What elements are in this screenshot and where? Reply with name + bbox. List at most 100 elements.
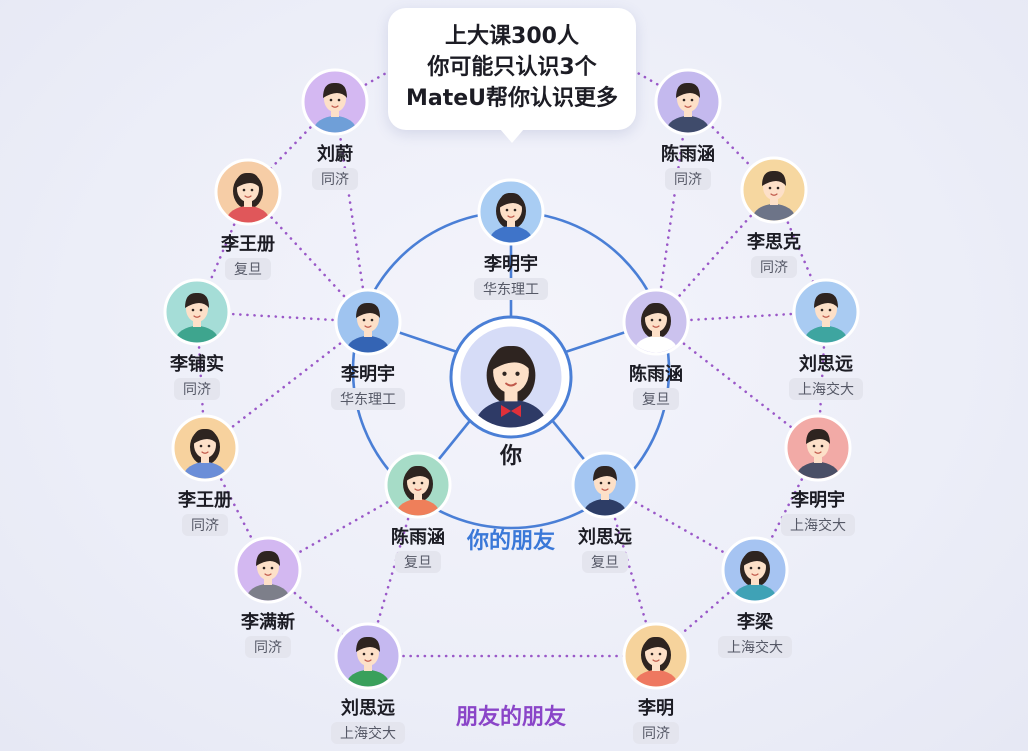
you-node[interactable]: 你 <box>449 315 573 469</box>
friends-of-friends-label: 朋友的朋友 <box>456 704 566 730</box>
school-tag <box>633 388 679 410</box>
person-icon <box>804 292 848 343</box>
person-icon <box>489 192 533 243</box>
person-icon <box>733 550 777 601</box>
school-tag <box>174 378 220 400</box>
school-tag <box>474 278 548 300</box>
school-tag-text: 同济 <box>760 260 788 276</box>
bubble-line-2: 你可能只认识3个 <box>427 54 597 80</box>
school-tag <box>312 168 358 190</box>
school-tag-text: 华东理工 <box>340 392 396 408</box>
school-tag-text: 上海交大 <box>790 517 846 534</box>
people-nodes: 李明宇华东理工李明宇华东理工陈雨涵复旦陈雨涵复旦刘思远复旦刘蔚同济陈雨涵同济李王… <box>163 68 863 744</box>
person-icon <box>346 636 390 687</box>
school-tag-text: 同济 <box>321 172 349 188</box>
you-label: 你 <box>499 444 522 469</box>
person-name: 刘思远 <box>799 353 853 375</box>
person-name: 陈雨涵 <box>661 143 715 165</box>
acquaintance-link <box>333 70 390 104</box>
school-tag-text: 上海交大 <box>340 725 396 742</box>
person-icon <box>313 82 357 133</box>
friends-label: 你的朋友 <box>466 528 555 554</box>
school-tag <box>582 551 628 573</box>
person-name: 李明宇 <box>483 253 538 275</box>
school-tag-text: 复旦 <box>642 391 670 408</box>
person-icon <box>752 170 796 221</box>
person-icon <box>666 82 710 133</box>
school-tag-text: 上海交大 <box>798 381 854 398</box>
school-tag-text: 同济 <box>674 172 702 188</box>
person-icon <box>634 636 678 687</box>
person-name: 李满新 <box>240 611 295 633</box>
person-name: 刘思远 <box>578 526 632 548</box>
person-icon <box>396 465 440 516</box>
acquaintance-link <box>634 70 690 104</box>
school-tag <box>751 256 797 278</box>
school-tag <box>718 636 792 658</box>
person-name: 李王册 <box>177 490 232 511</box>
acquaintance-link <box>203 320 370 450</box>
school-tag-text: 同济 <box>191 518 219 534</box>
person-name: 李梁 <box>736 611 774 633</box>
person-icon <box>475 346 547 428</box>
person-name: 李铺实 <box>169 353 224 375</box>
person-name: 陈雨涵 <box>629 363 683 385</box>
school-tag <box>665 168 711 190</box>
person-name: 李明宇 <box>340 363 395 385</box>
person-name: 李王册 <box>220 234 275 255</box>
school-tag-text: 复旦 <box>404 554 432 571</box>
person-name: 刘蔚 <box>317 143 353 165</box>
school-tag-text: 复旦 <box>591 554 619 571</box>
school-tag-text: 同济 <box>642 726 670 742</box>
bow-tie-icon <box>501 405 521 417</box>
person-name: 陈雨涵 <box>391 526 445 548</box>
person-icon <box>226 172 270 223</box>
person-name: 李思克 <box>746 231 801 253</box>
school-tag-text: 同济 <box>183 382 211 398</box>
school-tag <box>331 388 405 410</box>
person-icon <box>346 302 390 353</box>
school-tag <box>789 378 863 400</box>
school-tag <box>225 258 271 280</box>
person-icon <box>246 550 290 601</box>
person-icon <box>634 302 678 353</box>
acquaintance-link <box>654 320 820 450</box>
person-name: 李明宇 <box>790 489 845 511</box>
school-tag <box>633 722 679 744</box>
person-icon <box>796 428 840 479</box>
person-name: 刘思远 <box>341 697 395 719</box>
person-icon <box>583 465 627 516</box>
school-tag-text: 复旦 <box>234 261 262 278</box>
school-tag-text: 同济 <box>254 640 282 656</box>
person-icon <box>175 292 219 343</box>
bubble-line-3: MateU帮你认识更多 <box>405 85 619 111</box>
speech-bubble: 上大课300人 你可能只认识3个 MateU帮你认识更多 <box>388 8 636 143</box>
school-tag-text: 上海交大 <box>727 639 783 656</box>
person-icon <box>183 428 227 479</box>
acquaintance-link <box>333 100 370 324</box>
person-name: 李明 <box>637 698 674 719</box>
bubble-line-1: 上大课300人 <box>445 23 579 49</box>
school-tag <box>245 636 291 658</box>
school-tag-text: 华东理工 <box>483 282 539 298</box>
school-tag <box>395 551 441 573</box>
school-tag <box>331 722 405 744</box>
